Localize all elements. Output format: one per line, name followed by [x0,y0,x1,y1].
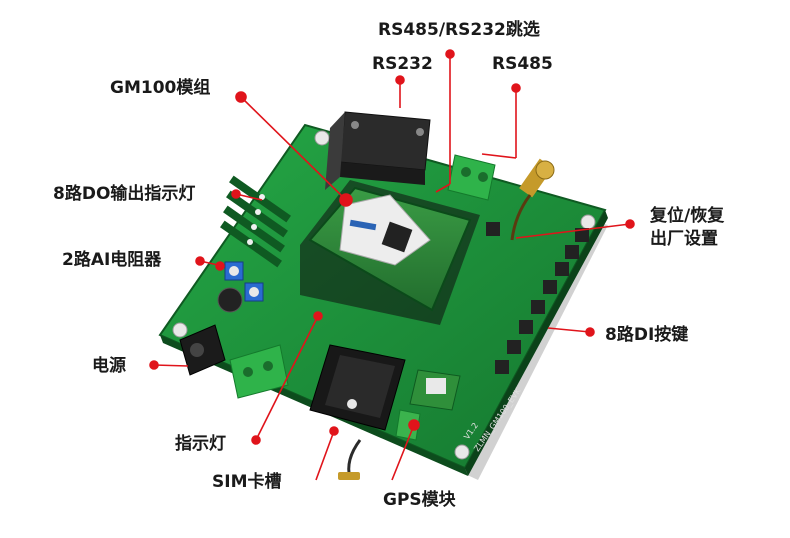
reset-button [486,222,500,236]
label-rs-jumper: RS485/RS232跳选 [378,20,540,40]
label-ai-pots: 2路AI电阻器 [62,250,162,270]
label-reset: 复位/恢复 出厂设置 [650,206,725,249]
antenna-connector [510,158,555,241]
label-do-leds: 8路DO输出指示灯 [53,184,196,204]
ai-potentiometers [217,261,264,313]
label-rs485: RS485 [492,54,553,74]
label-power: 电源 [92,356,126,376]
power-terminal [229,344,289,399]
label-gm100: GM100模组 [110,78,211,98]
label-di-keys: 8路DI按键 [605,325,689,345]
board-name-text: ZLMN_GM100_EVK [472,386,523,453]
pcb-board [158,123,607,470]
sim-holder [309,344,406,431]
label-sim: SIM卡槽 [212,472,282,492]
rs232-connector [325,111,431,190]
rs485-terminal [447,154,496,201]
board-version-text: V1.2 [462,421,480,441]
gm100-module [300,180,480,325]
label-rs232: RS232 [372,54,433,74]
label-gps: GPS模块 [383,490,456,510]
di-buttons [495,228,589,374]
gps-module [395,369,461,441]
label-indicator: 指示灯 [175,434,226,454]
power-jack [179,324,226,376]
do-led-rows [220,175,291,268]
